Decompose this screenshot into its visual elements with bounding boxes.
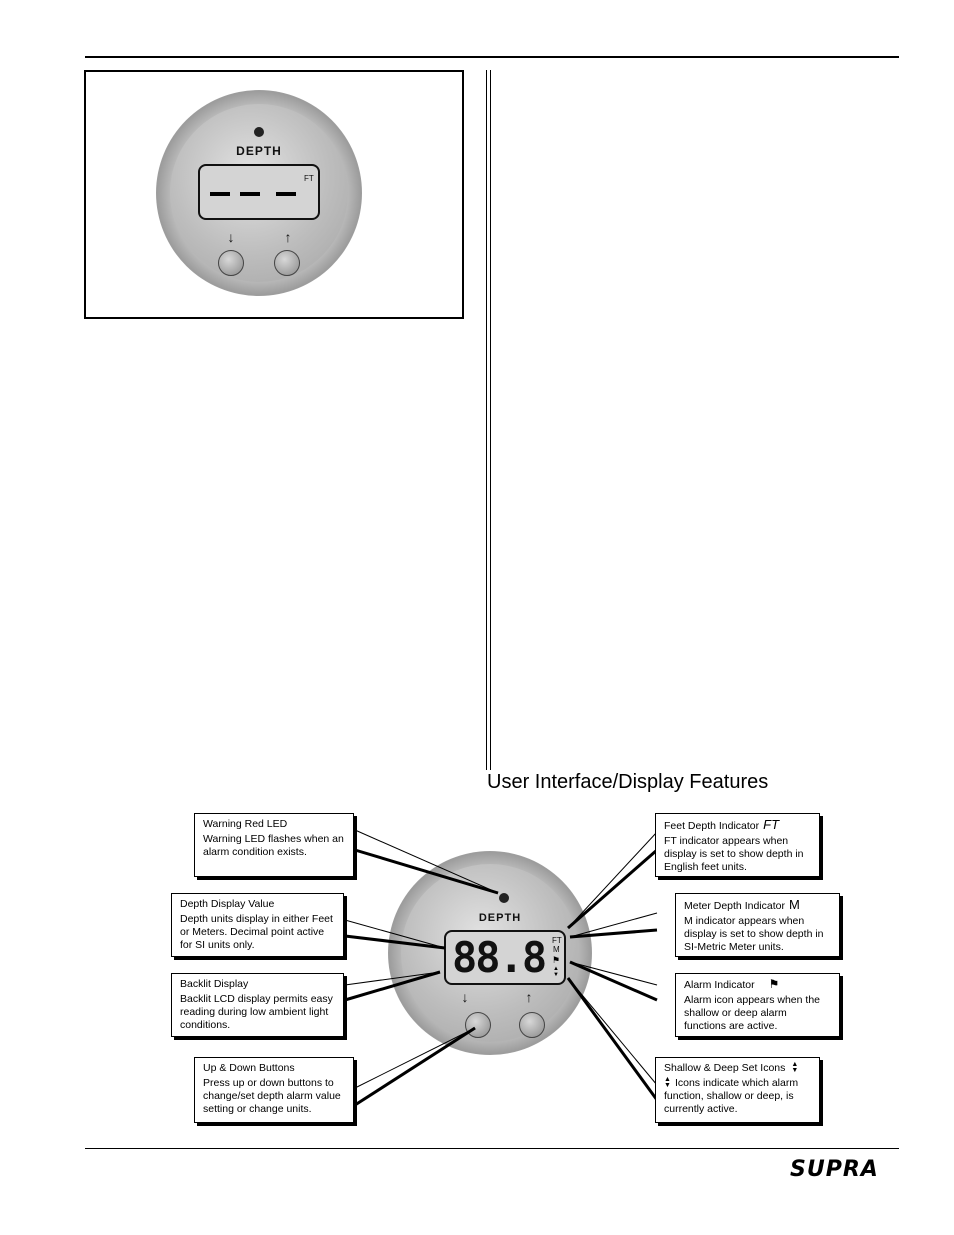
leader-line-bold: [354, 1026, 476, 1107]
callout-text: Icons indicate which alarm function, sha…: [664, 1077, 799, 1115]
up-button[interactable]: [274, 250, 300, 276]
callout-warning-led: Warning Red LED Warning LED flashes when…: [194, 813, 354, 877]
callout-buttons: Up & Down Buttons Press up or down butto…: [194, 1057, 354, 1123]
callout-shallow-deep: Shallow & Deep Set Icons▲▼ ▲▼Icons indic…: [655, 1057, 820, 1123]
lcd-dash: [210, 192, 230, 196]
callout-backlit: Backlit Display Backlit LCD display perm…: [171, 973, 344, 1037]
leader-line-bold: [569, 960, 658, 1002]
diagram-up-button[interactable]: [519, 1012, 545, 1038]
footer-rule: [85, 1148, 899, 1149]
warning-led: [254, 127, 264, 137]
leader-line-bold: [569, 928, 658, 939]
callout-alarm-indicator: Alarm Indicator ⚑ Alarm icon appears when…: [675, 973, 840, 1037]
m-symbol: M: [788, 897, 800, 912]
leader-line: [354, 1027, 476, 1089]
callout-title-text: Alarm Indicator: [684, 979, 755, 991]
column-divider: [490, 70, 491, 770]
leader-line-bold: [566, 977, 659, 1101]
diagram-readout: 88.8: [452, 933, 547, 982]
callout-title-text: Feet Depth Indicator: [664, 820, 760, 832]
leader-line: [567, 831, 658, 929]
shallow-deep-icon: ▲▼: [553, 966, 559, 978]
gauge-figure: DEPTH FT ↓ ↑: [84, 70, 464, 319]
callout-title: Warning Red LED: [203, 818, 288, 830]
ft-indicator: FT: [304, 174, 314, 183]
shallow-deep-icon: ▲▼: [664, 1076, 671, 1090]
diagram-down-button[interactable]: [465, 1012, 491, 1038]
leader-line-bold: [344, 934, 446, 950]
leader-line: [569, 961, 658, 986]
column-divider: [486, 70, 487, 770]
alarm-bell-icon: ⚑: [552, 955, 561, 965]
lcd-dash: [276, 192, 296, 196]
callout-text: Backlit LCD display permits easy reading…: [180, 993, 333, 1031]
callout-text: Press up or down buttons to change/set d…: [203, 1077, 341, 1115]
callout-title: Up & Down Buttons: [203, 1062, 295, 1074]
diagram-warning-led: [499, 893, 509, 903]
shallow-deep-icon: ▲▼: [791, 1061, 799, 1075]
leader-line-bold: [354, 848, 499, 895]
diagram-gauge-face: DEPTH 88.8 FT M ⚑ ▲▼ ↓ ↑: [401, 864, 579, 1042]
gauge-label: DEPTH: [236, 144, 282, 158]
callout-text-wrap: ▲▼Icons indicate which alarm function, s…: [664, 1076, 811, 1116]
down-arrow-icon: ↓: [227, 229, 235, 245]
gauge-face: DEPTH FT ↓ ↑: [170, 104, 348, 282]
diagram-gauge-label: DEPTH: [478, 912, 522, 924]
callout-text: M indicator appears when display is set …: [684, 915, 824, 953]
callout-text: FT indicator appears when display is set…: [664, 835, 804, 873]
ft-symbol: FT: [763, 817, 780, 832]
callout-text: Alarm icon appears when the shallow or d…: [684, 994, 820, 1032]
diagram-gauge-bezel: DEPTH 88.8 FT M ⚑ ▲▼ ↓ ↑: [388, 851, 592, 1055]
leader-line: [344, 919, 446, 949]
lcd-display: FT: [198, 164, 320, 220]
alarm-bell-icon: ⚑: [768, 977, 780, 991]
callout-text: Warning LED flashes when an alarm condit…: [203, 833, 344, 858]
brand-logo: SUPRA: [790, 1157, 879, 1182]
gauge-bezel: DEPTH FT ↓ ↑: [156, 90, 362, 296]
callout-title-text: Meter Depth Indicator: [684, 900, 785, 912]
callout-title: Shallow & Deep Set Icons ▲▼: [664, 1061, 811, 1075]
leader-line-bold: [344, 970, 441, 1002]
header-rule: [85, 56, 899, 58]
callout-title: Backlit Display: [180, 978, 249, 990]
diagram-ft-indicator: FT: [552, 936, 562, 945]
diagram-m-indicator: M: [553, 945, 560, 954]
up-arrow-icon: ↑: [284, 229, 292, 245]
leader-line: [569, 912, 658, 938]
callout-title: Depth Display Value: [180, 898, 275, 910]
callout-text: Depth units display in either Feet or Me…: [180, 913, 333, 951]
leader-line-bold: [567, 848, 658, 930]
section-title: User Interface/Display Features: [487, 771, 769, 793]
leader-line: [354, 829, 499, 894]
diagram-up-arrow-icon: ↑: [525, 989, 533, 1005]
callout-depth-value: Depth Display Value Depth units display …: [171, 893, 344, 957]
callout-title-text: Shallow & Deep Set Icons: [664, 1062, 786, 1074]
callout-title: Alarm Indicator ⚑: [684, 978, 831, 992]
diagram-lcd-display: 88.8 FT M ⚑ ▲▼: [444, 930, 566, 985]
lcd-dash: [240, 192, 260, 196]
down-button[interactable]: [218, 250, 244, 276]
diagram-down-arrow-icon: ↓: [461, 989, 469, 1005]
leader-line: [344, 971, 441, 986]
